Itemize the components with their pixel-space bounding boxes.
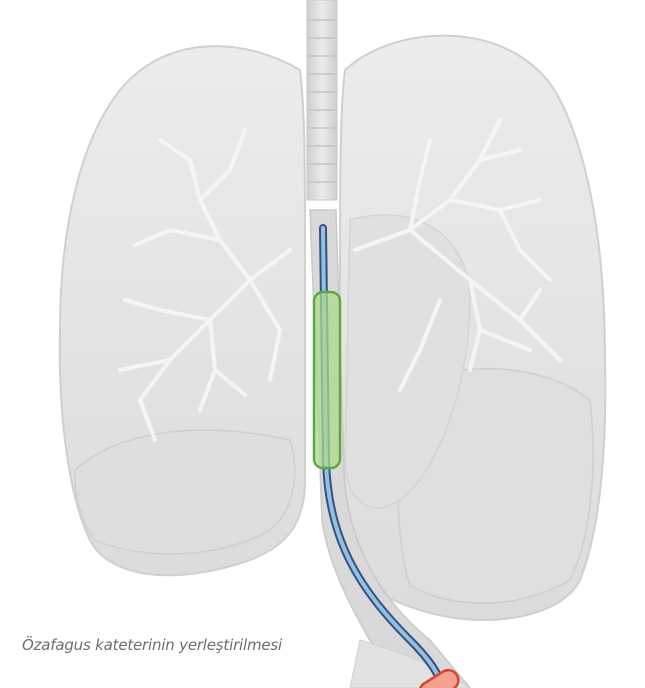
esophageal-balloon-illustration — [314, 292, 340, 468]
figure-caption: Özafagus kateterinin yerleştirilmesi — [22, 636, 282, 654]
trachea-illustration — [307, 0, 337, 200]
